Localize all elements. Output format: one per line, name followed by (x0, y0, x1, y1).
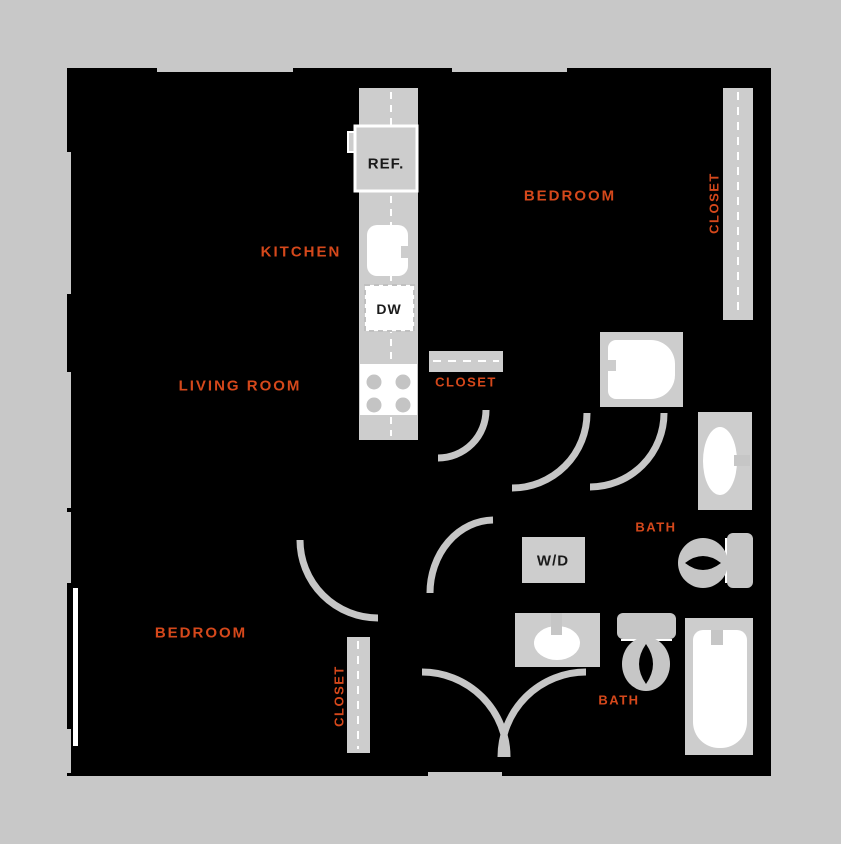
bath-right-door-arc (589, 412, 668, 491)
washer-dryer-label: W/D (537, 553, 569, 570)
laundry-door-arc (426, 516, 494, 594)
sink-basin (534, 626, 580, 660)
bedroom-bottom-label: BEDROOM (155, 625, 247, 642)
sink-basin (703, 427, 737, 495)
toilet-tank (617, 613, 676, 639)
toilet-bottom (617, 613, 676, 691)
double-door-right-arc (497, 668, 587, 758)
left-window (73, 588, 78, 746)
door-arcs (296, 409, 668, 758)
kitchen-sink (367, 225, 418, 276)
shower-valve-icon (602, 360, 616, 371)
burner-icon (366, 374, 382, 390)
stove (360, 364, 417, 415)
tub-faucet-icon (711, 630, 723, 645)
burner-icon (395, 397, 411, 413)
closet-bottom (347, 637, 370, 753)
closet-right-label: CLOSET (707, 172, 722, 234)
burner-icon (366, 397, 382, 413)
hall-closet-door-arc (437, 409, 490, 462)
bath-right-label: BATH (635, 520, 676, 535)
living-room-label: LIVING ROOM (179, 378, 302, 395)
toilet-right (678, 533, 753, 588)
toilet-tank (727, 533, 753, 588)
faucet-icon (734, 455, 750, 466)
bedroom-top-label: BEDROOM (524, 188, 616, 205)
bathtub (685, 618, 753, 755)
washer-dryer: W/D (522, 537, 585, 583)
refrigerator-label: REF. (368, 156, 405, 173)
kitchen-faucet-icon (401, 246, 418, 258)
shower (600, 332, 683, 407)
vanity-right (698, 412, 752, 510)
closet-right (723, 88, 753, 320)
closet-hall-label: CLOSET (435, 375, 497, 390)
refrigerator: REF. (347, 124, 419, 193)
bedroom-bottom-door-arc (296, 539, 379, 622)
hall-door-arc (511, 412, 591, 492)
window-notches (67, 68, 567, 776)
bath-bottom-label: BATH (598, 693, 639, 708)
closet-bottom-label: CLOSET (332, 665, 347, 727)
burner-icon (395, 374, 411, 390)
vanity-bottom (515, 613, 600, 667)
kitchen-label: KITCHEN (261, 244, 342, 261)
dishwasher-label: DW (376, 301, 401, 317)
faucet-icon (551, 613, 562, 635)
closet-hall (429, 351, 503, 372)
dishwasher: DW (364, 284, 415, 332)
